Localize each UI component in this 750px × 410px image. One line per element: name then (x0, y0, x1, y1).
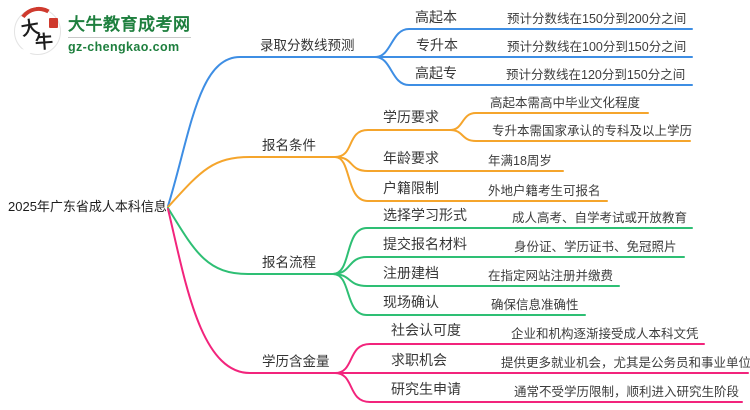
node-study-form: 选择学习形式 (383, 207, 467, 223)
node-zhuanshengben: 专升本 (416, 37, 458, 53)
logo-title: 大牛教育成考网 (68, 14, 191, 34)
leaf-postgraduate-desc: 通常不受学历限制，顺利进入研究生阶段 (514, 385, 740, 399)
node-residency-restriction: 户籍限制 (383, 180, 439, 196)
leaf-gaoqiben-score: 预计分数线在150分到200分之间 (507, 12, 687, 26)
leaf-social-recognition-desc: 企业和机构逐渐接受成人本科文凭 (511, 327, 699, 341)
node-onsite-confirm: 现场确认 (383, 294, 439, 310)
node-gaoqiben: 高起本 (415, 9, 457, 25)
branch-score-prediction-label: 录取分数线预测 (260, 38, 355, 53)
branch-degree-value-connectors (167, 208, 749, 403)
leaf-highschool-requirement: 高起本需高中毕业文化程度 (490, 96, 641, 110)
leaf-info-accuracy: 确保信息准确性 (491, 298, 579, 312)
site-logo: 大 牛 大牛教育成考网 gz-chengkao.com (14, 3, 191, 62)
leaf-job-opportunity-desc: 提供更多就业机会，尤其是公务员和事业单位 (501, 356, 750, 370)
node-social-recognition: 社会认可度 (391, 322, 461, 338)
node-register-file: 注册建档 (383, 265, 439, 281)
node-age-requirement: 年龄要求 (383, 150, 439, 166)
leaf-gaoqizhuan-score: 预计分数线在120分到150分之间 (506, 68, 686, 82)
branch-enrollment-conditions-label: 报名条件 (262, 138, 316, 153)
node-gaoqizhuan: 高起专 (415, 65, 457, 81)
leaf-register-pay: 在指定网站注册并缴费 (488, 269, 614, 283)
logo-seal-char-2: 牛 (34, 31, 54, 54)
node-job-opportunity: 求职机会 (391, 352, 447, 368)
leaf-age-18: 年满18周岁 (488, 154, 552, 168)
logo-bubble-tail (19, 48, 33, 62)
leaf-zhuanshengben-score: 预计分数线在100分到150分之间 (507, 40, 687, 54)
logo-divider (68, 36, 191, 38)
branch-degree-value-label: 学历含金量 (262, 354, 330, 369)
logo-red-stamp-icon (49, 18, 58, 28)
branch-score-prediction-connectors (167, 28, 693, 207)
logo-domain: gz-chengkao.com (68, 39, 180, 54)
node-education-requirement: 学历要求 (383, 109, 439, 125)
root-node-label: 2025年广东省成人本科信息 (8, 199, 167, 214)
branch-enrollment-conditions-connectors (167, 112, 691, 208)
branch-enrollment-process-connectors (167, 207, 693, 316)
logo-seal-icon: 大 牛 (14, 3, 62, 62)
branch-enrollment-process-label: 报名流程 (262, 255, 316, 270)
leaf-nonlocal-allowed: 外地户籍考生可报名 (488, 184, 601, 198)
leaf-study-form-options: 成人高考、自学考试或开放教育 (512, 211, 688, 225)
node-submit-materials: 提交报名材料 (383, 236, 467, 252)
leaf-materials-list: 身份证、学历证书、免冠照片 (514, 240, 677, 254)
logo-text-block: 大牛教育成考网 gz-chengkao.com (68, 10, 191, 54)
node-postgraduate-application: 研究生申请 (391, 381, 461, 397)
leaf-college-degree-requirement: 专升本需国家承认的专科及以上学历 (492, 124, 693, 138)
